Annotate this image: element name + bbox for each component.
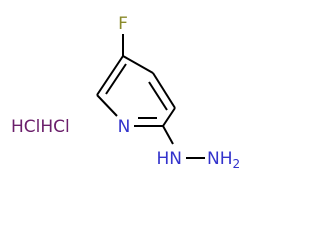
- bond-c6-c5-inner: [105, 63, 127, 95]
- ring-nitrogen-atom-label: N: [118, 117, 131, 137]
- bond-c4-c3-inner: [148, 81, 168, 111]
- hydrazine-nh2-label: NH2: [207, 149, 240, 171]
- bond-c3-c2: [162, 107, 176, 127]
- bond-c2-nh: [162, 125, 174, 145]
- bond-c4-c3: [152, 72, 176, 109]
- bonds: [96, 34, 205, 159]
- bond-c5-c4: [122, 55, 154, 74]
- fluorine-atom-label: F: [118, 14, 128, 34]
- hydrazine-nh2-main: NH: [207, 149, 233, 169]
- bond-n1-c6: [96, 94, 118, 117]
- hydrazine-nh-label: HN: [157, 149, 183, 169]
- chemical-structure-diagram: F N HN NH2 HClHCl: [11, 14, 240, 171]
- bond-c6-c5: [96, 55, 124, 96]
- hcl-salt-label: HClHCl: [11, 117, 70, 137]
- nh2-subscript: 2: [233, 157, 241, 171]
